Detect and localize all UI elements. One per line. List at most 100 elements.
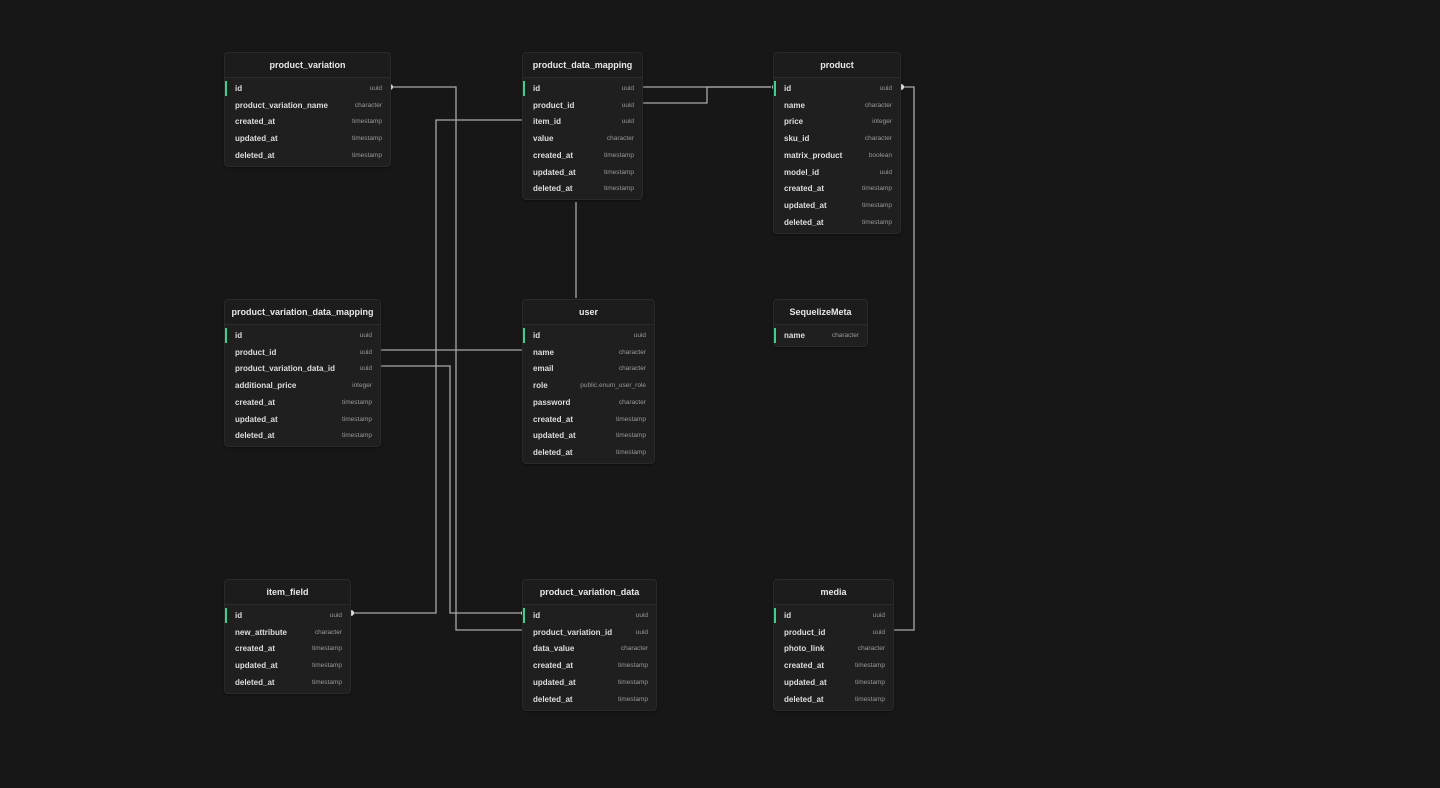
table-column[interactable]: price integer (774, 114, 900, 131)
column-type: character (864, 135, 892, 143)
table-column[interactable]: deleted_at timestamp (225, 674, 350, 691)
table-column[interactable]: id uuid (523, 607, 656, 624)
table-column[interactable]: deleted_at timestamp (774, 691, 893, 708)
table-column[interactable]: deleted_at timestamp (225, 147, 390, 164)
column-name: updated_at (235, 414, 278, 424)
table-column[interactable]: updated_at timestamp (523, 428, 654, 445)
column-type: uuid (369, 84, 382, 92)
column-type: character (618, 348, 646, 356)
column-name: value (533, 134, 554, 144)
table-title: item_field (225, 580, 350, 605)
column-type: timestamp (312, 678, 342, 686)
column-type: timestamp (862, 202, 892, 210)
column-name: id (533, 610, 541, 620)
column-type: uuid (359, 365, 372, 373)
column-type: uuid (635, 628, 648, 636)
column-name: name (533, 347, 554, 357)
column-type: timestamp (616, 432, 646, 440)
edge-pvd-pv (392, 86, 522, 631)
column-name: created_at (533, 150, 574, 160)
column-type: uuid (635, 611, 648, 619)
column-name: id (784, 610, 792, 620)
table-column[interactable]: product_variation_id uuid (523, 624, 656, 641)
column-name: deleted_at (784, 694, 824, 704)
column-name: created_at (784, 661, 825, 671)
column-type: timestamp (855, 695, 885, 703)
table-column[interactable]: created_at timestamp (523, 147, 642, 164)
column-name: updated_at (533, 431, 576, 441)
column-type: timestamp (604, 151, 634, 159)
column-type: timestamp (855, 678, 885, 686)
column-name: product_variation_id (533, 627, 613, 637)
table-title: product_variation (225, 53, 390, 78)
table-title: product_variation_data (523, 580, 656, 605)
column-name: deleted_at (235, 150, 275, 160)
column-name: deleted_at (235, 677, 275, 687)
column-type: timestamp (618, 695, 648, 703)
column-type: integer (872, 118, 892, 126)
column-name: name (784, 330, 805, 340)
column-type: integer (352, 382, 372, 390)
column-type: timestamp (604, 185, 634, 193)
table-column[interactable]: name character (523, 344, 654, 361)
column-type: timestamp (352, 151, 382, 159)
column-name: deleted_at (533, 448, 573, 458)
table-title: product_variation_data_mapping (225, 300, 380, 325)
column-name: price (784, 117, 804, 127)
